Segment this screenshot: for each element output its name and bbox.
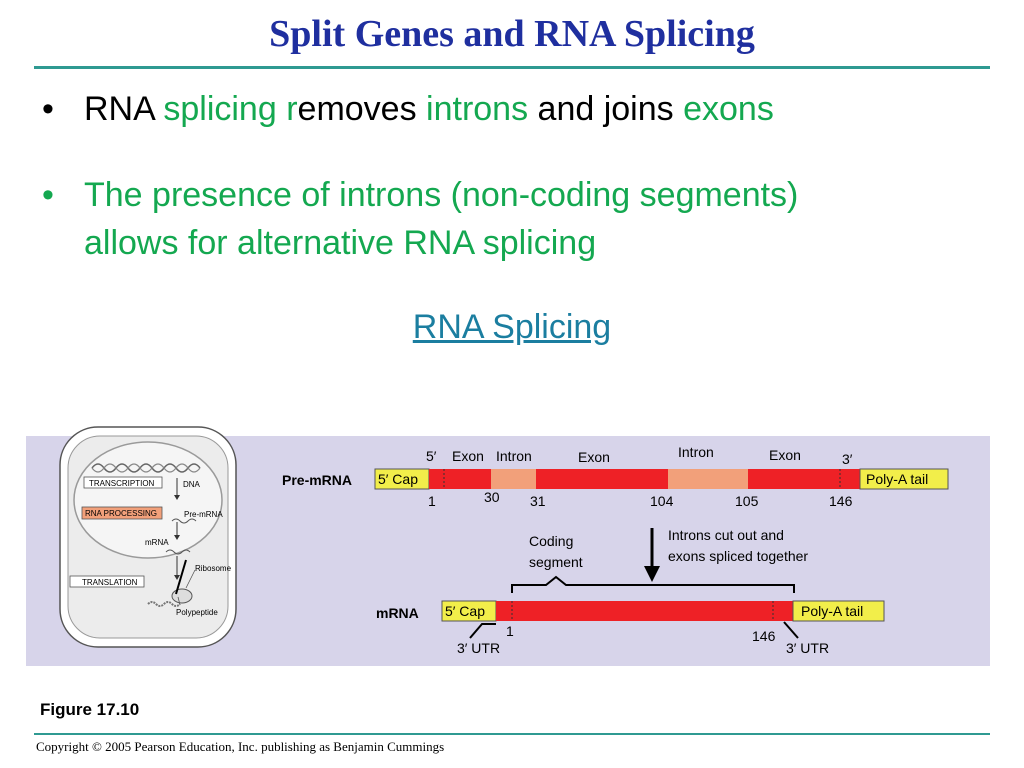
pos-1: 1: [428, 493, 436, 509]
rna-splicing-link[interactable]: RNA Splicing: [412, 308, 612, 346]
bullet-1-text: RNA splicing removes introns and joins e…: [84, 84, 774, 134]
ribosome-label: Ribosome: [195, 564, 232, 573]
pre-mrna-group: Pre-mRNA 5′ Cap Poly-A tail 5′ Exon Intr…: [282, 444, 949, 509]
cell-overview-inset: TRANSCRIPTION DNA RNA PROCESSING Pre-mRN…: [59, 426, 237, 648]
bullet-dot: •: [42, 176, 54, 214]
coding-segment-line-2: segment: [529, 554, 583, 570]
inset-pre-mrna-label: Pre-mRNA: [184, 510, 223, 519]
exon-label-1: Exon: [452, 448, 484, 464]
dna-helix: [91, 463, 201, 473]
five-prime-label: 5′: [426, 448, 437, 464]
inset-mrna-label: mRNA: [145, 538, 169, 547]
bullet-1-part: emoves: [297, 90, 427, 128]
pos-104: 104: [650, 493, 674, 509]
pos-31: 31: [530, 493, 546, 509]
pre-mrna-label: Pre-mRNA: [282, 472, 352, 488]
figure-label: Figure 17.10: [40, 700, 140, 719]
pos-30: 30: [484, 489, 500, 505]
bullet-1-part: splicing r: [163, 90, 298, 128]
pre-tail-label: Poly-A tail: [866, 471, 928, 487]
bullet-1-part: and joins: [528, 90, 684, 128]
splice-arrow-head: [644, 566, 660, 582]
pre-cap-label: 5′ Cap: [378, 471, 418, 487]
dna-label: DNA: [183, 480, 201, 489]
mrna-pos-146: 146: [752, 628, 776, 644]
bullet-1-part: exons: [683, 90, 774, 128]
arrow-note-line-2: exons spliced together: [668, 548, 808, 564]
footer-rule: [34, 733, 990, 735]
translation-label: TRANSLATION: [82, 578, 138, 587]
transcription-label: TRANSCRIPTION: [89, 479, 155, 488]
mrna-label: mRNA: [376, 605, 419, 621]
bullet-2-line-2: allows for alternative RNA splicing: [84, 224, 597, 262]
pre-exon-2: [536, 469, 668, 489]
bullet-dot: •: [42, 90, 54, 128]
mrna-group: mRNA 5′ Cap Poly-A tail 1 146 3′ UTR 3′ …: [376, 600, 885, 656]
coding-segment-line-1: Coding: [529, 533, 573, 549]
utr-right-bracket: [783, 621, 799, 639]
pos-146: 146: [829, 493, 853, 509]
mrna-coding: [496, 601, 793, 621]
splicing-annotations: Coding segment Introns cut out and exons…: [511, 527, 808, 593]
utr-label-right: 3′ UTR: [786, 640, 829, 656]
pre-intron-2: [668, 469, 748, 489]
mrna-tail-label: Poly-A tail: [801, 603, 863, 619]
polypeptide-label: Polypeptide: [176, 608, 218, 617]
slide-title: Split Genes and RNA Splicing: [269, 13, 755, 55]
mrna-pos-1: 1: [506, 623, 514, 639]
rna-processing-label: RNA PROCESSING: [85, 509, 157, 518]
bullet-1-part: introns: [426, 90, 529, 128]
bullet-1-part: RNA: [84, 90, 164, 128]
utr-label-left: 3′ UTR: [457, 640, 500, 656]
title-rule: [34, 66, 990, 69]
coding-segment-bracket: [511, 575, 795, 593]
utr-left-bracket: [469, 623, 496, 639]
pre-tail: [859, 468, 949, 490]
intron-label-1: Intron: [496, 448, 532, 464]
copyright-text: Copyright © 2005 Pearson Education, Inc.…: [36, 739, 445, 754]
three-prime-label: 3′: [842, 451, 853, 467]
arrow-note-line-1: Introns cut out and: [668, 527, 784, 543]
pos-105: 105: [735, 493, 759, 509]
ribosome-shape: [171, 588, 193, 604]
polypeptide-chain: [147, 601, 181, 607]
transcription-box: [83, 476, 163, 489]
mrna-cap-label: 5′ Cap: [445, 603, 485, 619]
exon-label-2: Exon: [578, 449, 610, 465]
mrna-tail: [792, 600, 885, 622]
pre-exon-3: [748, 469, 860, 489]
translation-box: [69, 575, 145, 588]
pre-exon-1: [429, 469, 491, 489]
exon-label-3: Exon: [769, 447, 801, 463]
pre-intron-1: [491, 469, 536, 489]
rna-processing-box: [81, 506, 163, 520]
intron-label-2: Intron: [678, 444, 714, 460]
bullet-2-line-1: The presence of introns (non-coding segm…: [84, 176, 799, 214]
